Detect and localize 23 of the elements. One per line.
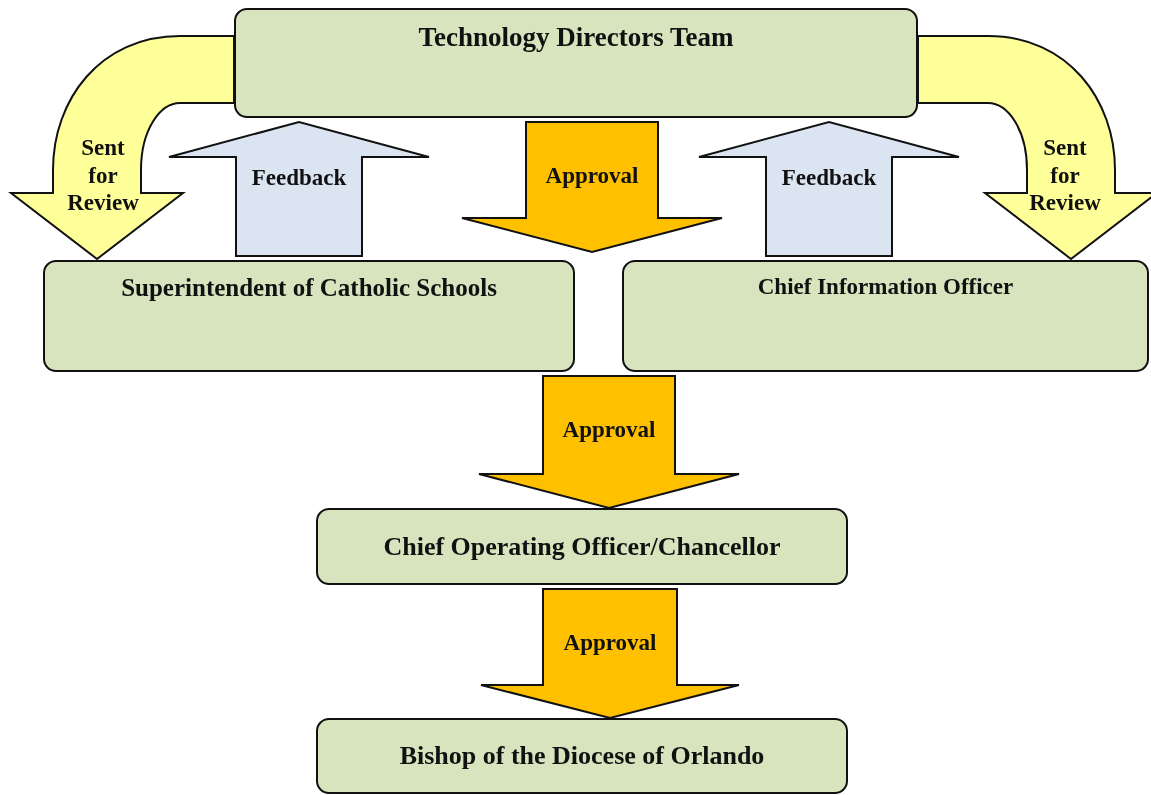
- edge-label: Feedback: [781, 164, 877, 192]
- block-arrow: [461, 121, 723, 254]
- edge-label: Feedback: [251, 164, 347, 192]
- block-arrow: [168, 120, 430, 257]
- block-arrow: [478, 375, 740, 510]
- process-box: [316, 508, 848, 585]
- block-arrow: [698, 120, 960, 257]
- box-title: Chief Operating Officer/Chancellor: [383, 531, 781, 562]
- edge-label: Approval: [562, 416, 656, 444]
- process-box: [43, 260, 575, 372]
- box-title: Technology Directors Team: [418, 22, 734, 54]
- edge-label: Approval: [545, 162, 639, 190]
- curved-arrow: [10, 35, 235, 260]
- process-box: [234, 8, 918, 118]
- edge-label: Sent for Review: [66, 133, 140, 217]
- edge-label: Sent for Review: [1028, 133, 1102, 217]
- block-arrow: [480, 588, 740, 720]
- box-title: Bishop of the Diocese of Orlando: [399, 741, 765, 771]
- box-title: Chief Information Officer: [757, 274, 1014, 301]
- process-box: [622, 260, 1149, 372]
- edge-label: Approval: [563, 629, 657, 657]
- process-box: [316, 718, 848, 794]
- box-title: Superintendent of Catholic Schools: [121, 274, 497, 303]
